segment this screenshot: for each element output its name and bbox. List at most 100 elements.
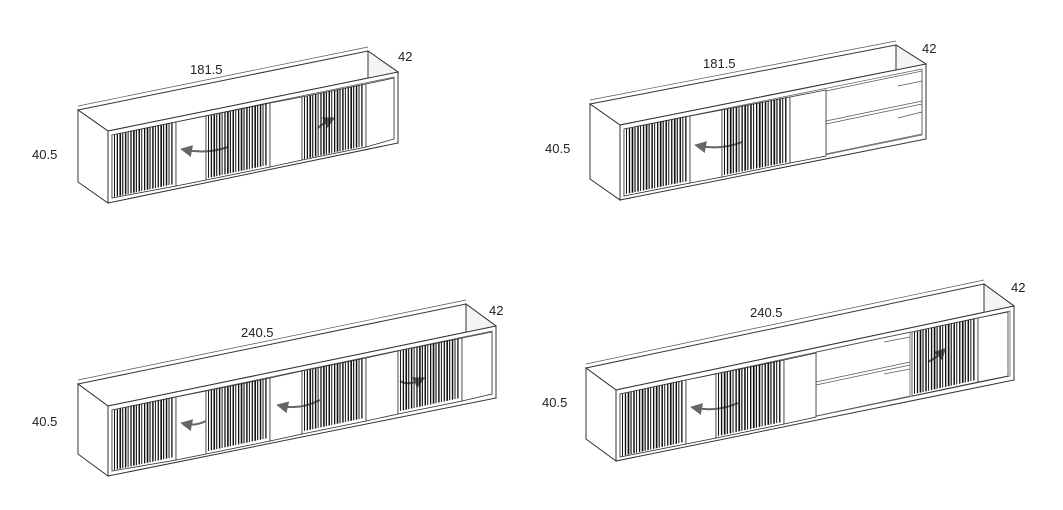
door-slat <box>127 131 129 195</box>
door-slat <box>446 340 448 401</box>
door-slat <box>116 409 119 470</box>
height-label: 40.5 <box>32 414 57 429</box>
door-slat <box>208 115 209 178</box>
door-slat <box>213 389 216 450</box>
door-slat <box>669 382 672 446</box>
door-slat <box>424 345 426 406</box>
door-slat <box>405 349 408 410</box>
door-slat <box>419 346 421 407</box>
door-slat <box>171 122 173 185</box>
door-slat <box>678 381 680 444</box>
door-slat <box>325 92 327 155</box>
door-slat <box>624 393 627 456</box>
door-slat <box>124 132 127 195</box>
door-slat <box>750 366 752 429</box>
door-slat <box>626 128 627 194</box>
door-slat <box>413 347 415 409</box>
door-slat <box>265 378 267 439</box>
door-slat <box>939 325 941 389</box>
door-slat <box>732 370 734 433</box>
door-slat <box>457 338 459 399</box>
door-slat <box>320 93 322 156</box>
door-slat <box>416 347 418 408</box>
door-slat <box>144 403 146 464</box>
door-slat <box>208 390 209 451</box>
door-slat <box>973 318 975 381</box>
door-slat <box>438 342 440 403</box>
door-slat <box>314 94 317 157</box>
door-slat <box>227 111 229 174</box>
door-slat <box>146 402 149 463</box>
cabinet-unit-2: 181.5 42 40.5 <box>545 41 936 201</box>
door-slat <box>933 327 936 390</box>
door-slat <box>168 122 170 186</box>
door-slat <box>224 387 226 448</box>
door-slat <box>726 109 729 175</box>
door-slat <box>146 127 149 190</box>
door-slat <box>718 373 720 436</box>
door-slat <box>127 406 129 468</box>
door-slat <box>681 380 683 443</box>
door-slat <box>435 343 437 404</box>
door-slat <box>628 128 631 194</box>
door-slat <box>334 90 336 153</box>
door-slat <box>633 391 635 454</box>
open-gap <box>365 350 399 422</box>
door-slat <box>636 390 638 453</box>
door-slat <box>235 109 237 173</box>
door-slat <box>767 100 769 167</box>
door-slat <box>344 87 346 151</box>
door-slat <box>744 367 746 431</box>
door-slat <box>254 380 256 441</box>
door-slat <box>350 86 352 149</box>
door-slat <box>304 96 305 159</box>
door-slat <box>361 358 363 419</box>
door-slat <box>764 101 767 167</box>
door-slat <box>959 321 961 384</box>
door-slat <box>744 105 747 171</box>
slide-arrow-icon <box>180 419 207 432</box>
door-slat <box>657 122 659 188</box>
door-slat <box>135 405 137 466</box>
door-slat <box>157 125 159 188</box>
door-slat <box>213 114 216 177</box>
door-slat <box>325 366 327 427</box>
door-slat <box>309 369 312 430</box>
door-slat <box>243 383 245 444</box>
door-slat <box>427 344 429 406</box>
door-slat <box>355 85 358 148</box>
door-slat <box>685 116 687 182</box>
cabinet-unit-1: 181.5 42 40.5 <box>32 49 412 204</box>
door-slat <box>662 121 664 187</box>
door-slat <box>679 117 682 183</box>
door-slat <box>755 365 758 428</box>
door-slat <box>358 84 360 148</box>
door-slat <box>764 363 766 426</box>
door-slat <box>653 386 655 449</box>
door-slat <box>732 107 734 174</box>
door-slat <box>350 360 352 421</box>
door-slat <box>440 341 442 403</box>
door-slat <box>443 341 445 402</box>
door-slat <box>667 383 669 446</box>
door-slat <box>314 368 317 429</box>
width-label: 181.5 <box>703 56 736 71</box>
door-slat <box>770 362 772 425</box>
door-slat <box>154 125 156 189</box>
door-slat <box>645 124 648 190</box>
door-slat <box>149 402 151 463</box>
door-slat <box>648 124 650 190</box>
width-label: 181.5 <box>190 62 223 77</box>
door-slat <box>922 329 924 393</box>
depth-label: 42 <box>1011 280 1025 295</box>
door-slat <box>361 84 363 147</box>
door-slat <box>149 127 151 190</box>
door-slat <box>130 131 132 194</box>
door-slat <box>152 401 154 462</box>
door-slat <box>758 102 761 168</box>
door-slat <box>317 367 319 429</box>
door-slat <box>309 95 312 158</box>
door-slat <box>928 328 930 391</box>
door-slat <box>421 346 423 407</box>
